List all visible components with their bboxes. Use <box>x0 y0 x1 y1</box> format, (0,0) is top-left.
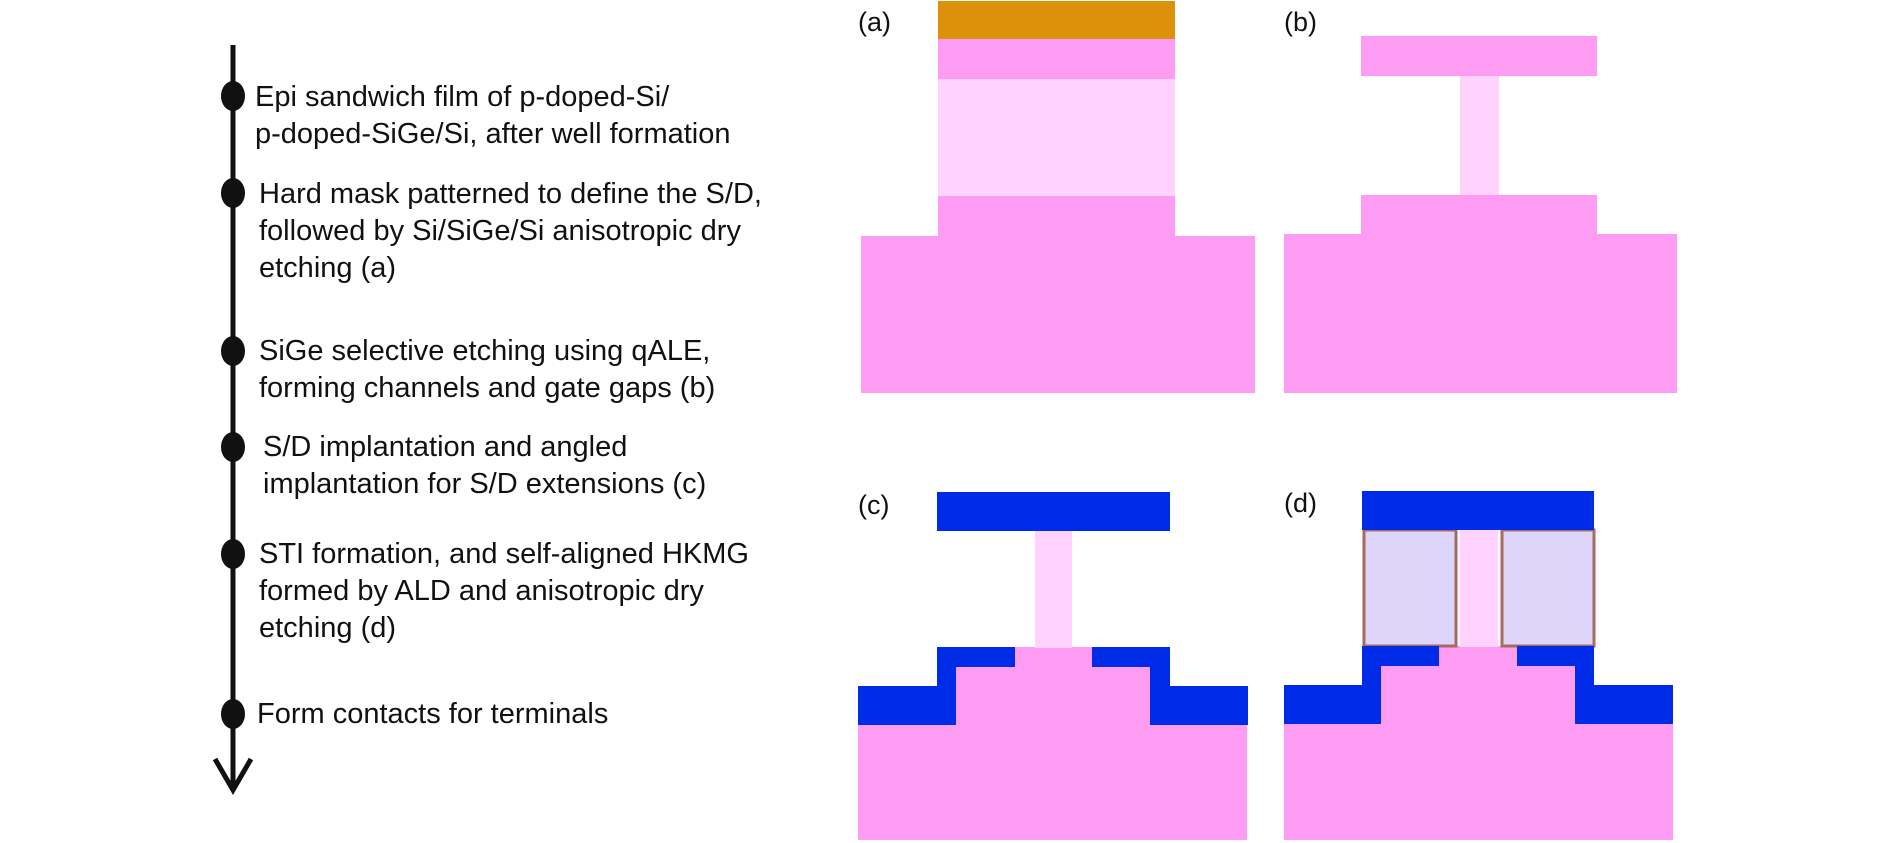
si-top-layer <box>938 39 1175 79</box>
si-mesa <box>938 196 1175 237</box>
timeline-arrow-icon <box>212 757 254 795</box>
sige-channel <box>1460 530 1498 647</box>
implant-right <box>1092 647 1248 725</box>
si-top-bar <box>1361 36 1597 76</box>
substrate <box>1284 234 1677 393</box>
si-mesa <box>1361 195 1597 235</box>
panel-b-structure <box>1284 36 1677 393</box>
sige-channel <box>1460 76 1499 195</box>
substrate <box>861 236 1255 393</box>
implanted-top-bar <box>937 492 1170 531</box>
panel-d-structure <box>1284 491 1673 840</box>
panel-a-label: (a) <box>858 7 891 37</box>
implant-left <box>858 647 1015 725</box>
substrate <box>858 724 1247 840</box>
step-6-text: Form contacts for terminals <box>257 698 609 730</box>
sige-layer <box>938 79 1175 196</box>
panel-c-label: (c) <box>858 490 890 520</box>
hkmg-gate-right <box>1500 528 1596 648</box>
panel-d-label: (d) <box>1284 488 1317 518</box>
panel-a-structure <box>861 1 1255 393</box>
step-2-text: Hard mask patterned to define the S/D,fo… <box>259 178 762 284</box>
implanted-top-bar <box>1362 491 1594 530</box>
timeline-dot-4 <box>221 432 245 462</box>
panel-b-label: (b) <box>1284 7 1317 37</box>
timeline-dot-6 <box>221 699 245 729</box>
implant-right <box>1517 646 1673 724</box>
hard-mask <box>938 1 1175 39</box>
step-1-text: Epi sandwich film of p-doped-Si/p-doped-… <box>255 81 731 150</box>
step-3-text: SiGe selective etching using qALE,formin… <box>259 335 716 404</box>
timeline-dot-5 <box>221 539 245 569</box>
hkmg-gate-left <box>1362 528 1458 648</box>
timeline-dot-1 <box>221 81 245 111</box>
panel-c-structure <box>858 492 1248 840</box>
timeline-dot-2 <box>221 178 245 208</box>
substrate <box>1284 723 1673 840</box>
implant-left <box>1284 646 1439 724</box>
timeline-dot-3 <box>221 336 245 366</box>
sige-channel <box>1035 531 1072 648</box>
